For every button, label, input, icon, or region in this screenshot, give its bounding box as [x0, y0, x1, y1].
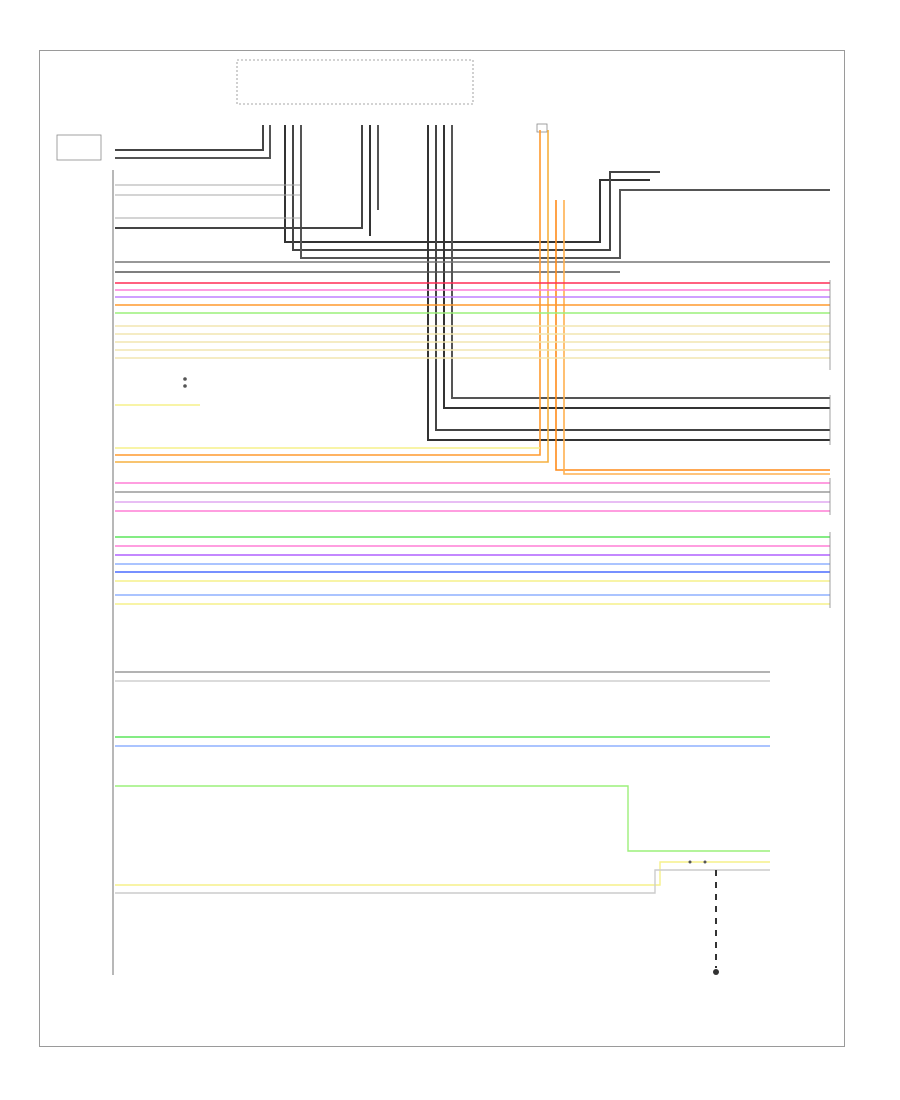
orange-wire-bundle: [115, 130, 830, 475]
top-module-box: [236, 59, 474, 105]
left-connector-box: [56, 134, 102, 161]
colored-wires-block-2: [115, 482, 830, 605]
colored-wires-block-1: [115, 282, 830, 449]
splice-markers: [183, 377, 707, 864]
black-wire-bundle: [115, 125, 830, 441]
fuse-box: [536, 123, 548, 133]
ground-symbol: [713, 969, 719, 975]
diagram-frame: [39, 50, 845, 1047]
colored-wires-block-3: [115, 671, 770, 894]
